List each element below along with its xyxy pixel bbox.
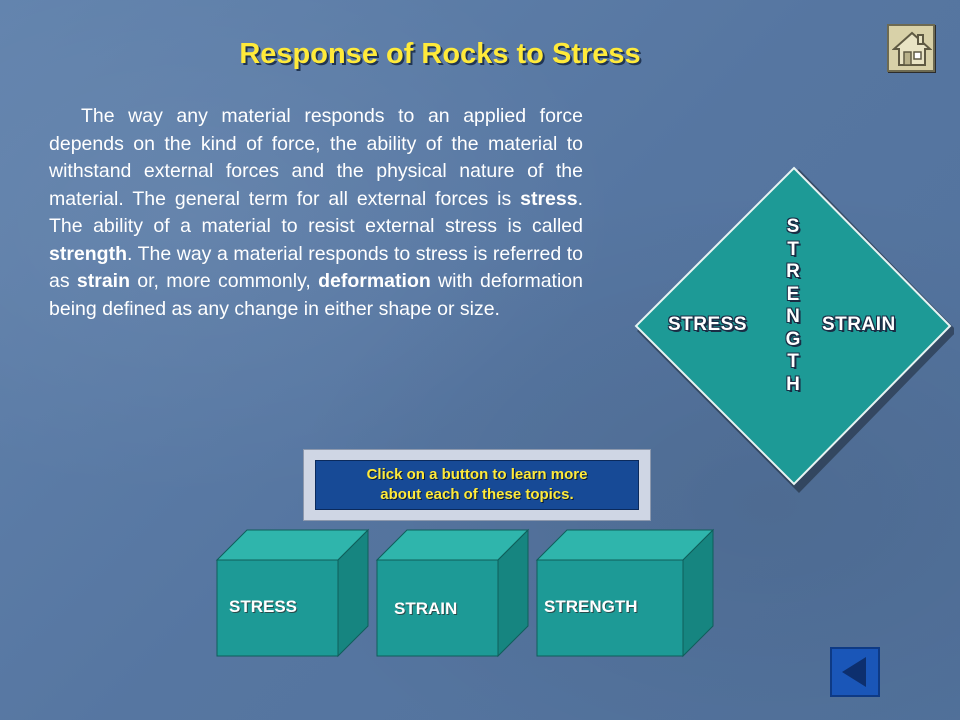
instruction-line-2: about each of these topics. [380, 486, 574, 503]
instruction-box: Click on a button to learn more about ea… [303, 449, 651, 521]
strength-letter: S [786, 216, 800, 237]
term-stress: stress [520, 187, 578, 210]
strength-button[interactable] [535, 528, 715, 658]
intro-paragraph: The way any material responds to an appl… [49, 103, 583, 323]
instruction-line-1: Click on a button to learn more [366, 466, 588, 483]
diamond-label-stress: STRESS [668, 314, 748, 335]
home-icon [892, 31, 932, 66]
back-button[interactable] [830, 647, 880, 697]
diamond-label-strain: STRAIN [822, 314, 896, 335]
strength-letter: N [786, 306, 800, 327]
term-strength: strength [49, 242, 127, 265]
strain-button-label[interactable]: STRAIN [394, 599, 458, 618]
back-arrow-icon [842, 657, 866, 687]
strength-letter: R [786, 261, 800, 282]
term-deformation: deformation [318, 270, 431, 292]
strength-button-label[interactable]: STRENGTH [544, 597, 638, 616]
stress-button[interactable] [215, 528, 370, 658]
page-title: Response of Rocks to Stress [239, 38, 641, 70]
home-button[interactable] [887, 24, 935, 72]
strength-letter: T [787, 351, 799, 372]
strain-button[interactable] [375, 528, 530, 658]
stress-button-label[interactable]: STRESS [229, 597, 298, 616]
strength-letter: E [786, 283, 800, 305]
diamond-label-strength: S T R E N G T H [783, 216, 803, 396]
paragraph-text-1: The way any material responds to an appl… [49, 105, 583, 210]
term-strain: strain [76, 270, 130, 292]
strength-letter: H [786, 373, 800, 395]
paragraph-text-3: . The way a material responds to stress … [49, 242, 583, 293]
instruction-text: Click on a button to learn more about ea… [315, 460, 639, 510]
paragraph-text-5: with deformation being defined as any ch… [49, 270, 583, 320]
paragraph-text-4: or, more commonly, [130, 270, 319, 292]
paragraph-text-2: . The ability of a material to resist ex… [49, 187, 583, 238]
strength-letter: G [785, 328, 801, 350]
strength-letter: T [787, 238, 799, 260]
stress-strain-diamond [634, 166, 954, 493]
